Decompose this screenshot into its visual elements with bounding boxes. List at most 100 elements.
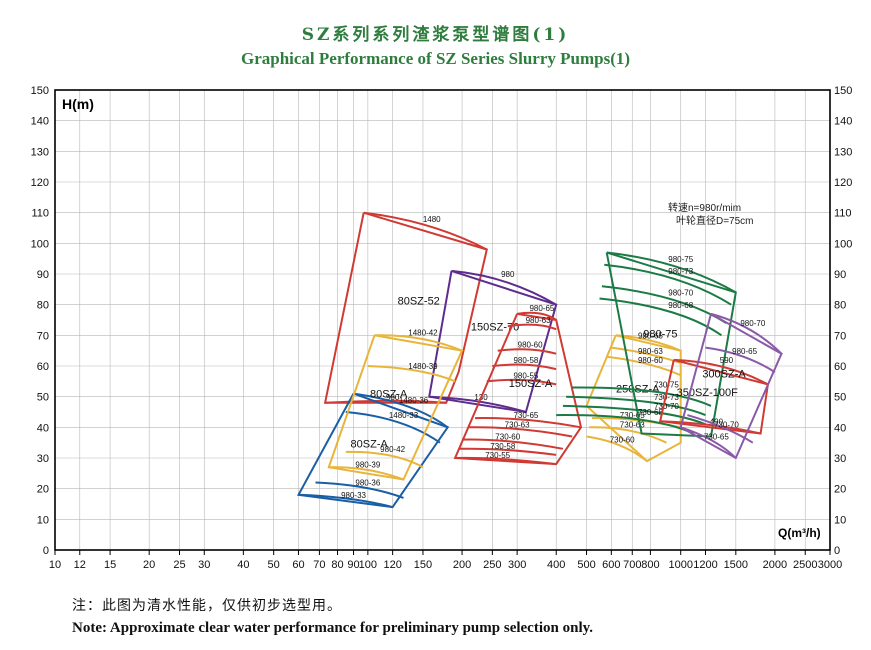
performance-curve: [606, 355, 682, 377]
curve-label: 980: [501, 270, 515, 279]
pump-outline: [453, 312, 583, 466]
performance-curve: [589, 426, 667, 444]
curve-label: 980-68: [668, 301, 693, 310]
pump-name-label: 980-75: [643, 328, 677, 340]
y-tick-label-right: 20: [834, 484, 846, 496]
curve-label: 980-63: [638, 347, 663, 356]
curve-label: 1480-33: [389, 411, 419, 420]
y-tick-label-left: 20: [37, 484, 49, 496]
x-tick-label: 300: [508, 559, 526, 571]
x-tick-label: 50: [268, 559, 280, 571]
curve-label: 730-68: [638, 408, 663, 417]
performance-curve: [507, 323, 557, 331]
y-tick-label-right: 130: [834, 146, 852, 158]
y-tick-label-left: 80: [37, 300, 49, 312]
chart-title-en: Graphical Performance of SZ Series Slurr…: [240, 49, 631, 68]
performance-curve: [374, 334, 463, 352]
curve-label: 980-60: [638, 356, 663, 365]
y-tick-label-right: 50: [834, 392, 846, 404]
curve-label: 980-36: [355, 479, 380, 488]
pump-group: 980-75980-73980-70980-68730-75730-73730-…: [556, 251, 737, 438]
performance-curve: [363, 211, 488, 251]
performance-curve: [345, 411, 441, 444]
performance-curve: [497, 348, 557, 355]
y-tick-label-right: 110: [834, 208, 852, 220]
x-tick-label: 400: [547, 559, 565, 571]
pump-name-label: 80SZ-A: [370, 389, 408, 401]
x-tick-label: 10: [49, 559, 61, 571]
x-tick-label: 2500: [793, 559, 817, 571]
x-tick-label: 150: [414, 559, 432, 571]
x-axis-label: Q(m³/h): [778, 526, 821, 540]
performance-curve: [492, 363, 557, 371]
pump-curves: 148098080SZ-52980130150SZ-701480-361480-…: [296, 211, 783, 509]
pump-group: 980-65980-63980-60980-58980-55730-65730-…: [453, 304, 583, 466]
curve-label: 730-60: [495, 433, 520, 442]
y-tick-label-right: 60: [834, 361, 846, 373]
curve-label: 1480-39: [408, 362, 438, 371]
y-tick-label-right: 80: [834, 300, 846, 312]
curve-label: 730-60: [610, 436, 635, 445]
performance-curve: [298, 493, 393, 509]
y-tick-label-right: 30: [834, 453, 846, 465]
curve-label: 980-65: [529, 304, 554, 313]
curve-label: 1480-36: [399, 396, 429, 405]
performance-curve: [606, 251, 737, 294]
x-tick-label: 60: [292, 559, 304, 571]
y-tick-label-left: 10: [37, 514, 49, 526]
curve-label: 980-42: [380, 445, 405, 454]
curve-label: 980-55: [513, 371, 538, 380]
pump-outline: [323, 211, 488, 404]
performance-curve: [455, 456, 557, 466]
y-tick-label-right: 140: [834, 116, 852, 128]
x-tick-label: 25: [173, 559, 185, 571]
pump-name-label: 150SZ-70: [471, 322, 519, 334]
performance-curve: [486, 378, 557, 386]
performance-curve: [315, 481, 404, 499]
performance-curve: [345, 450, 424, 469]
annotation-diameter: 叶轮直径D=75cm: [676, 214, 754, 227]
performance-curve: [367, 365, 456, 383]
y-tick-label-left: 60: [37, 361, 49, 373]
pump-outline: [605, 251, 737, 438]
performance-curve: [474, 417, 582, 429]
y-tick-label-right: 0: [834, 545, 840, 557]
plot-frame: [54, 89, 831, 551]
performance-curve: [599, 297, 723, 337]
performance-curve: [353, 392, 449, 429]
x-tick-label: 500: [577, 559, 595, 571]
pump-name-label: 300SZ-A: [702, 368, 746, 380]
y-axis-label: H(m): [62, 96, 94, 112]
x-tick-label: 1200: [693, 559, 717, 571]
note-en: Note: Approximate clear water performanc…: [72, 620, 594, 636]
x-tick-label: 40: [237, 559, 249, 571]
x-tick-label: 3000: [818, 559, 842, 571]
performance-curve: [328, 466, 404, 481]
y-tick-label-left: 0: [43, 545, 49, 557]
y-tick-label-right: 150: [834, 85, 852, 97]
curve-label: 980-70: [668, 289, 693, 298]
curve-label: 730-65: [513, 411, 538, 420]
y-tick-label-left: 120: [31, 177, 49, 189]
curve-label: 730-63: [620, 420, 645, 429]
performance-curve: [586, 435, 648, 462]
x-tick-label: 1000: [668, 559, 692, 571]
y-tick-label-right: 120: [834, 177, 852, 189]
curve-label: 730-65: [620, 411, 645, 420]
y-tick-label-left: 40: [37, 422, 49, 434]
chart-title-cn: SZ系列系列渣浆泵型谱图(1): [301, 25, 570, 45]
x-tick-label: 15: [104, 559, 116, 571]
x-tick-label: 2000: [763, 559, 787, 571]
y-tick-label-left: 100: [31, 238, 49, 250]
pump-name-label: 80SZ-A: [351, 438, 389, 450]
y-tick-label-right: 100: [834, 238, 852, 250]
performance-curve: [461, 438, 564, 450]
y-tick-label-left: 30: [37, 453, 49, 465]
curve-label: 980-58: [513, 356, 538, 365]
x-tick-label: 12: [74, 559, 86, 571]
y-tick-label-right: 70: [834, 330, 846, 342]
curve-label: 980-60: [518, 341, 543, 350]
performance-curve: [451, 269, 557, 306]
